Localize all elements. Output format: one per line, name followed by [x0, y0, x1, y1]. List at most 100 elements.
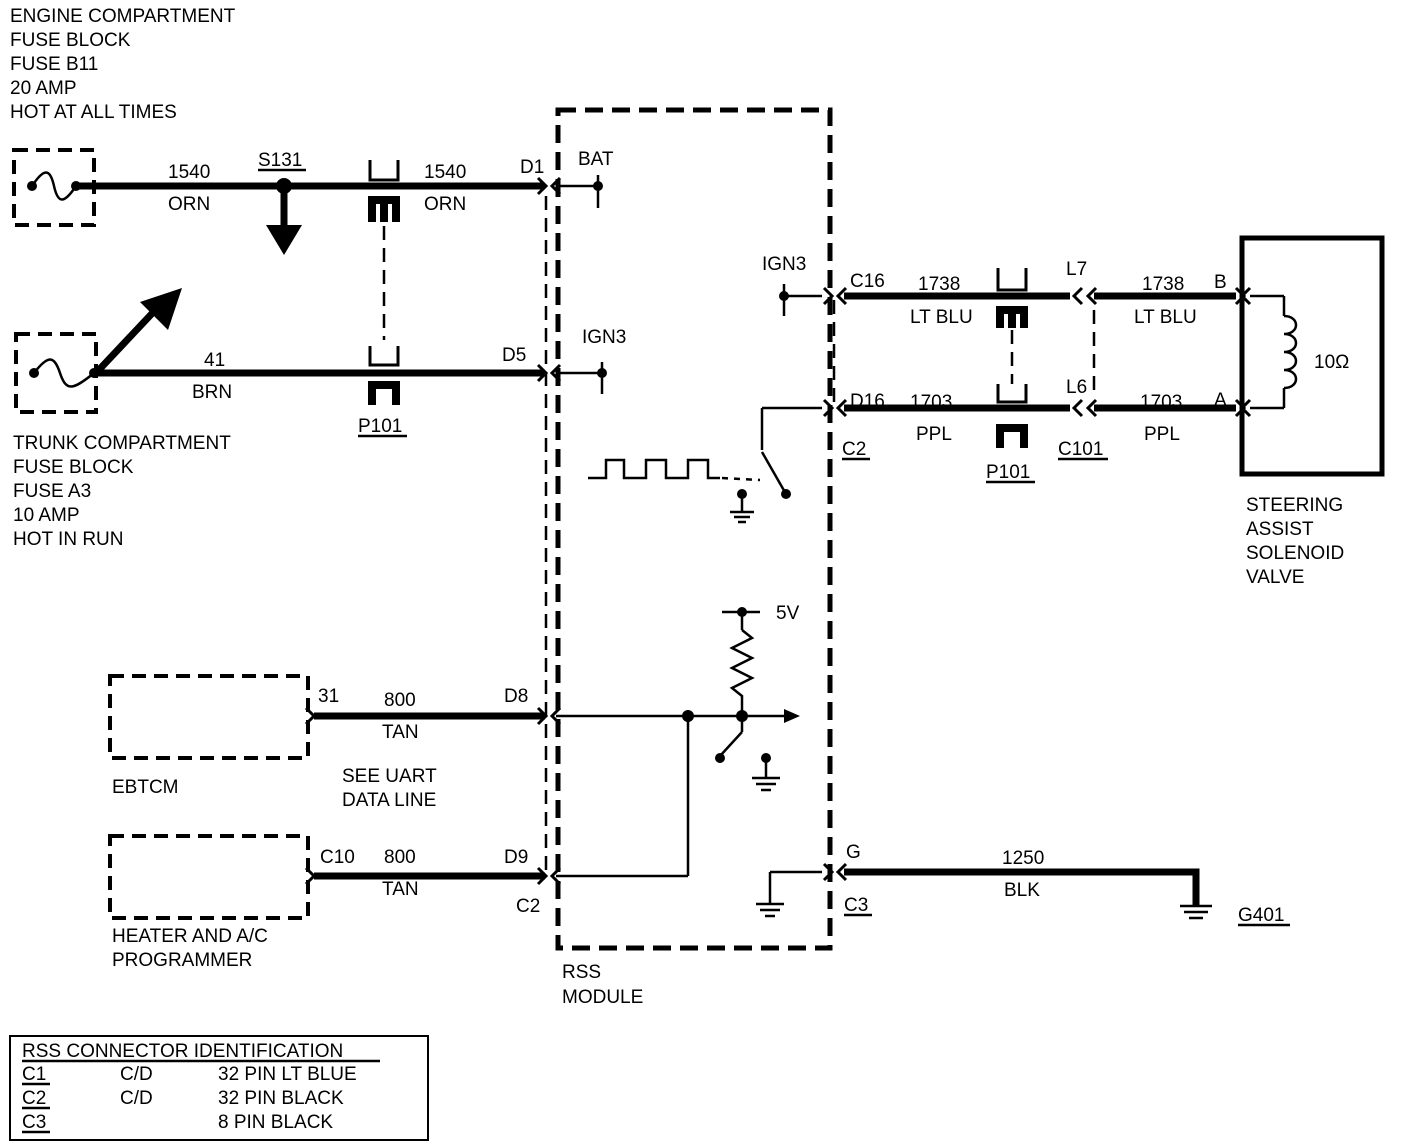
svg-text:20 AMP: 20 AMP — [10, 78, 77, 99]
run-feed-arrow — [93, 288, 182, 376]
svg-text:P101: P101 — [358, 416, 402, 437]
wire-1250 — [844, 868, 1200, 906]
svg-text:STEERING: STEERING — [1246, 495, 1343, 516]
wire-800-circuit-2: 800 — [384, 847, 416, 868]
svg-text:10 AMP: 10 AMP — [13, 505, 80, 526]
pin-c16: C16 — [850, 271, 885, 292]
ground-g401-symbol — [1180, 904, 1212, 920]
pin-d9: D9 — [504, 847, 528, 868]
wire-41-circuit: 41 — [204, 350, 225, 371]
fuse-a3-icon — [14, 332, 99, 414]
fuse-a3-label: TRUNK COMPARTMENT FUSE BLOCK FUSE A3 10 … — [13, 433, 231, 550]
wire-41-color: BRN — [192, 382, 232, 403]
pin-g: G — [846, 842, 861, 863]
wire-1250-color: BLK — [1004, 880, 1040, 901]
svg-text:IGN3: IGN3 — [582, 327, 626, 348]
svg-text:SOLENOID: SOLENOID — [1246, 543, 1344, 564]
connector-row-3-desc: 8 PIN BLACK — [218, 1112, 333, 1133]
svg-text:C101: C101 — [1058, 439, 1103, 460]
svg-text:S131: S131 — [258, 150, 302, 171]
connector-row-3-id: C3 — [22, 1112, 46, 1133]
connector-row-2-desc: 32 PIN BLACK — [218, 1088, 344, 1109]
pin-31: 31 — [318, 686, 339, 707]
connector-id-table: RSS CONNECTOR IDENTIFICATION C1 C/D 32 P… — [9, 1035, 429, 1141]
svg-text:L6: L6 — [1066, 377, 1087, 398]
steering-assist-solenoid: B A 10Ω — [1214, 235, 1385, 477]
rss-module-label-2: MODULE — [562, 987, 643, 1008]
connector-row-1-desc: 32 PIN LT BLUE — [218, 1064, 357, 1085]
svg-text:L7: L7 — [1066, 259, 1087, 280]
wire-1703-circuit-2: 1703 — [1140, 392, 1182, 413]
wire-1540-color: ORN — [168, 194, 210, 215]
svg-text:IGN3: IGN3 — [762, 254, 806, 275]
uart-note-1: SEE UART — [342, 766, 437, 787]
solenoid-label: STEERING ASSIST SOLENOID VALVE — [1246, 495, 1344, 588]
connector-row-1-color: C/D — [120, 1064, 153, 1085]
data-line-circuit: 5V — [556, 603, 800, 878]
svg-text:ENGINE COMPARTMENT: ENGINE COMPARTMENT — [10, 6, 236, 27]
wire-1738-color-2: LT BLU — [1134, 307, 1197, 328]
ground-g401-label: G401 — [1238, 905, 1284, 926]
wire-800-color-2: TAN — [382, 879, 419, 900]
wire-1703-color-2: PPL — [1144, 424, 1180, 445]
pin-c10: C10 — [320, 847, 355, 868]
connector-row-2-color: C/D — [120, 1088, 153, 1109]
connector-table-title: RSS CONNECTOR IDENTIFICATION — [22, 1041, 343, 1062]
svg-text:FUSE B11: FUSE B11 — [10, 54, 98, 75]
rss-module-outline — [555, 107, 833, 951]
pin-d1: D1 — [520, 157, 544, 178]
svg-text:P101: P101 — [986, 462, 1030, 483]
bat-input: BAT — [556, 149, 614, 208]
fuse-b11-label: ENGINE COMPARTMENT FUSE BLOCK FUSE B11 2… — [10, 6, 236, 123]
ign3-input-right: IGN3 — [762, 254, 822, 316]
wire-1540-color-2: ORN — [424, 194, 466, 215]
ebtcm-chevron — [304, 706, 317, 726]
svg-text:VALVE: VALVE — [1246, 567, 1304, 588]
heater-label-2: PROGRAMMER — [112, 950, 252, 971]
connector-c2-left: C2 — [516, 896, 540, 917]
connector-c2-right: C2 — [842, 439, 866, 460]
wire-1250-circuit: 1250 — [1002, 848, 1044, 869]
svg-text:BAT: BAT — [578, 149, 614, 170]
module-right-chevrons — [822, 286, 848, 882]
module-ground-symbol — [756, 870, 822, 918]
wire-1703-color: PPL — [916, 424, 952, 445]
wire-1738-circuit-2: 1738 — [1142, 274, 1184, 295]
svg-text:B: B — [1214, 272, 1227, 293]
wire-800-color: TAN — [382, 722, 419, 743]
heater-outline — [108, 834, 310, 920]
pin-d8: D8 — [504, 686, 528, 707]
ign3-input-left: IGN3 — [556, 327, 626, 394]
rss-module-label-1: RSS — [562, 962, 601, 983]
pwm-driver — [588, 406, 822, 524]
svg-text:5V: 5V — [776, 603, 800, 624]
heater-chevron — [304, 866, 317, 886]
wire-1703-circuit: 1703 — [910, 392, 952, 413]
wire-1738-circuit: 1738 — [918, 274, 960, 295]
heater-label-1: HEATER AND A/C — [112, 926, 268, 947]
svg-text:HOT IN RUN: HOT IN RUN — [13, 529, 123, 550]
svg-text:ASSIST: ASSIST — [1246, 519, 1314, 540]
uart-note-2: DATA LINE — [342, 790, 436, 811]
connector-c3: C3 — [844, 895, 868, 916]
wire-1540-circuit-2: 1540 — [424, 162, 466, 183]
connector-p101-left: P101 — [358, 160, 407, 438]
svg-text:TRUNK COMPARTMENT: TRUNK COMPARTMENT — [13, 433, 231, 454]
svg-text:10Ω: 10Ω — [1314, 352, 1349, 373]
splice-s131: S131 — [258, 150, 306, 255]
svg-text:FUSE A3: FUSE A3 — [13, 481, 91, 502]
ebtcm-outline — [108, 674, 310, 760]
wire-1540-circuit: 1540 — [168, 162, 210, 183]
connector-c101: L7 L6 C101 — [1058, 259, 1108, 461]
pin-d5: D5 — [502, 345, 526, 366]
ebtcm-label: EBTCM — [112, 777, 179, 798]
connector-p101-right: P101 — [986, 268, 1035, 484]
svg-text:FUSE BLOCK: FUSE BLOCK — [13, 457, 134, 478]
wire-800-circuit: 800 — [384, 690, 416, 711]
wire-1738-color: LT BLU — [910, 307, 973, 328]
svg-text:FUSE BLOCK: FUSE BLOCK — [10, 30, 131, 51]
connector-row-1-id: C1 — [22, 1064, 46, 1085]
svg-text:HOT AT ALL TIMES: HOT AT ALL TIMES — [10, 102, 177, 123]
svg-text:A: A — [1214, 390, 1227, 411]
